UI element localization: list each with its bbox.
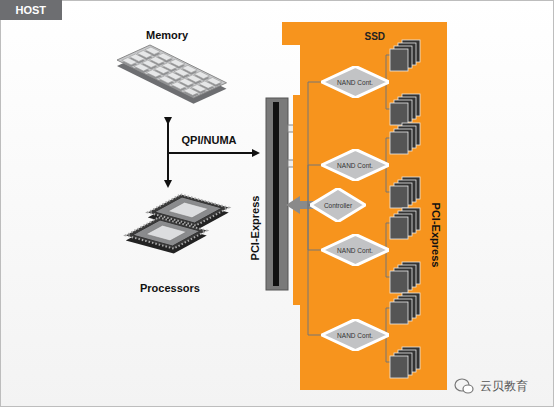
controller-label: Controller [324, 202, 352, 209]
diamond-fill [311, 188, 366, 221]
diamond-fill [321, 319, 388, 350]
diamond-fill [321, 149, 388, 180]
slot-strip [273, 102, 279, 286]
nand-label: NAND Cont. [337, 247, 373, 254]
nand-controller-diamond: NAND Cont. [321, 66, 390, 98]
diamond-text-box: NAND Cont. [321, 234, 390, 266]
diamond-text-box: NAND Cont. [321, 66, 390, 98]
flash-chip [390, 103, 408, 125]
qpi-arrow [167, 123, 169, 186]
flash-chip [390, 271, 408, 293]
diamond-fill [321, 66, 388, 97]
pcie-arrow [168, 152, 258, 154]
host-label: HOST [16, 4, 47, 16]
nand-controller-diamond: NAND Cont. [321, 319, 390, 351]
diamond-text-box: Controller [310, 188, 366, 222]
memory-label: Memory [146, 29, 188, 41]
controller-diamond: Controller [310, 188, 366, 222]
slot-label: PCI-Express [249, 196, 261, 261]
memory-chip [146, 70, 161, 77]
ssd-card: SSDPCI-ExpressNAND Cont.NAND Cont.Contro… [282, 20, 447, 392]
nand-controller-diamond: NAND Cont. [321, 234, 390, 266]
flash-chip [390, 356, 408, 378]
flash-chip [390, 186, 408, 208]
memory-chip [134, 64, 149, 71]
watermark: 云贝教育 [480, 378, 528, 395]
flash-chip [390, 217, 408, 239]
nand-controller-diamond: NAND Cont. [321, 149, 390, 181]
connector-line [308, 205, 321, 250]
diamond-text-box: NAND Cont. [321, 149, 390, 181]
memory-chip [183, 88, 198, 95]
processors-label: Processors [140, 282, 200, 294]
ssd-title: SSD [365, 31, 386, 42]
flash-chip [390, 132, 408, 154]
ssd-card-outline [282, 22, 447, 390]
chip-body [133, 220, 201, 246]
processor-chips [126, 194, 229, 253]
wechat-icon [455, 379, 473, 393]
nand-label: NAND Cont. [337, 79, 373, 86]
pcie-slot [266, 98, 288, 290]
memory-board [117, 45, 227, 98]
chip-pins [126, 217, 207, 248]
connector-line [308, 82, 321, 205]
nand-label: NAND Cont. [337, 332, 373, 339]
memory-chip [159, 76, 174, 83]
memory-chip [171, 82, 186, 89]
chip-die [168, 202, 209, 218]
memory-chip [122, 58, 137, 65]
flash-chip [390, 49, 408, 71]
host-tab [0, 0, 62, 20]
diamond-text-box: NAND Cont. [321, 319, 390, 351]
bus-label: QPI/NUMA [182, 134, 237, 146]
bus-label: PCI-Express [430, 203, 442, 268]
flash-chip [390, 302, 408, 324]
memory-module [117, 45, 227, 104]
diamond-fill [321, 234, 388, 265]
nand-label: NAND Cont. [337, 162, 373, 169]
chip-die [146, 225, 187, 241]
connector-line [308, 205, 321, 335]
